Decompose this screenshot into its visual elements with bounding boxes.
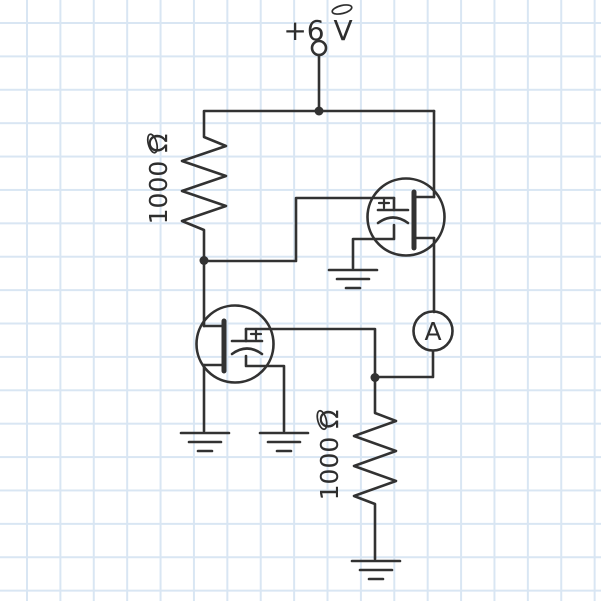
- transistor-body-circle[interactable]: [366, 177, 446, 257]
- bulk-lead: [244, 354, 286, 433]
- bottom-resistor-ground[interactable]: [350, 559, 402, 581]
- ammeter[interactable]: A: [412, 310, 454, 352]
- lower-mosfet-source-ground[interactable]: [179, 431, 231, 453]
- wire-lower-gate[interactable]: [244, 327, 377, 379]
- handdrawn-flourish: [146, 133, 159, 154]
- handdrawn-flourish: [331, 4, 353, 15]
- lower-mosfet-bulk-ground[interactable]: [258, 431, 310, 453]
- resistor-zigzag-icon[interactable]: [352, 376, 398, 561]
- supply-terminal[interactable]: +6 V: [283, 3, 353, 112]
- resistor-zigzag-icon[interactable]: [180, 110, 228, 263]
- junction-dot: [314, 106, 324, 116]
- lower-mosfet[interactable]: [195, 304, 286, 433]
- top-resistor-value-label: 1000 Ω: [144, 134, 173, 225]
- handdrawn-flourish: [316, 409, 328, 431]
- wire-top-rail[interactable]: [202, 106, 436, 116]
- bulk-lead: [351, 223, 396, 270]
- plus-icon: [377, 196, 391, 210]
- bottom-resistor[interactable]: 1000 Ω: [315, 376, 398, 561]
- channel-arc: [230, 347, 264, 356]
- ammeter-label: A: [424, 317, 441, 346]
- wire-ammeter-to-node[interactable]: [373, 349, 435, 379]
- top-resistor[interactable]: 1000 Ω: [144, 110, 228, 263]
- plus-icon: [249, 327, 263, 341]
- terminal-circle-icon[interactable]: [310, 39, 328, 57]
- channel-arc: [376, 216, 410, 225]
- wire-upper-gate[interactable]: [202, 196, 396, 263]
- upper-mosfet[interactable]: [351, 177, 446, 270]
- upper-mosfet-bulk-ground[interactable]: [327, 268, 379, 290]
- transistor-body-circle[interactable]: [195, 304, 275, 384]
